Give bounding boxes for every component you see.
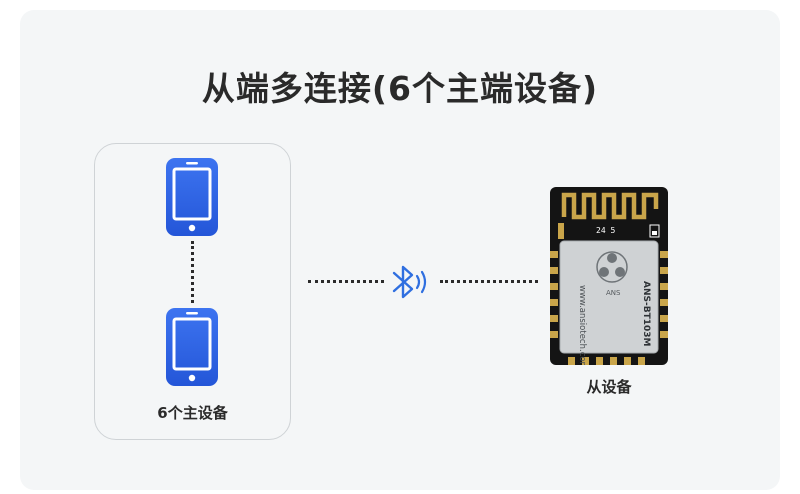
connection-dots-left xyxy=(308,280,384,283)
module-model: ANS-BT103M xyxy=(641,281,651,347)
ble-module-icon: 24 5 ANS www.ansiotech.com ANS-BT103M xyxy=(550,187,668,370)
connection-dots-right xyxy=(440,280,538,283)
smartphone-icon xyxy=(166,308,218,390)
master-link-dots xyxy=(191,241,194,303)
master-devices-label: 6个主设备 xyxy=(157,404,228,422)
diagram-title: 从端多连接(6个主端设备) xyxy=(201,69,599,108)
smartphone-icon xyxy=(166,158,218,240)
slave-device-label: 从设备 xyxy=(586,378,632,396)
module-silk-text: 24 5 xyxy=(596,226,615,235)
bluetooth-icon xyxy=(390,262,434,306)
module-logo-text: ANS xyxy=(606,289,621,297)
module-website: www.ansiotech.com xyxy=(577,285,587,365)
